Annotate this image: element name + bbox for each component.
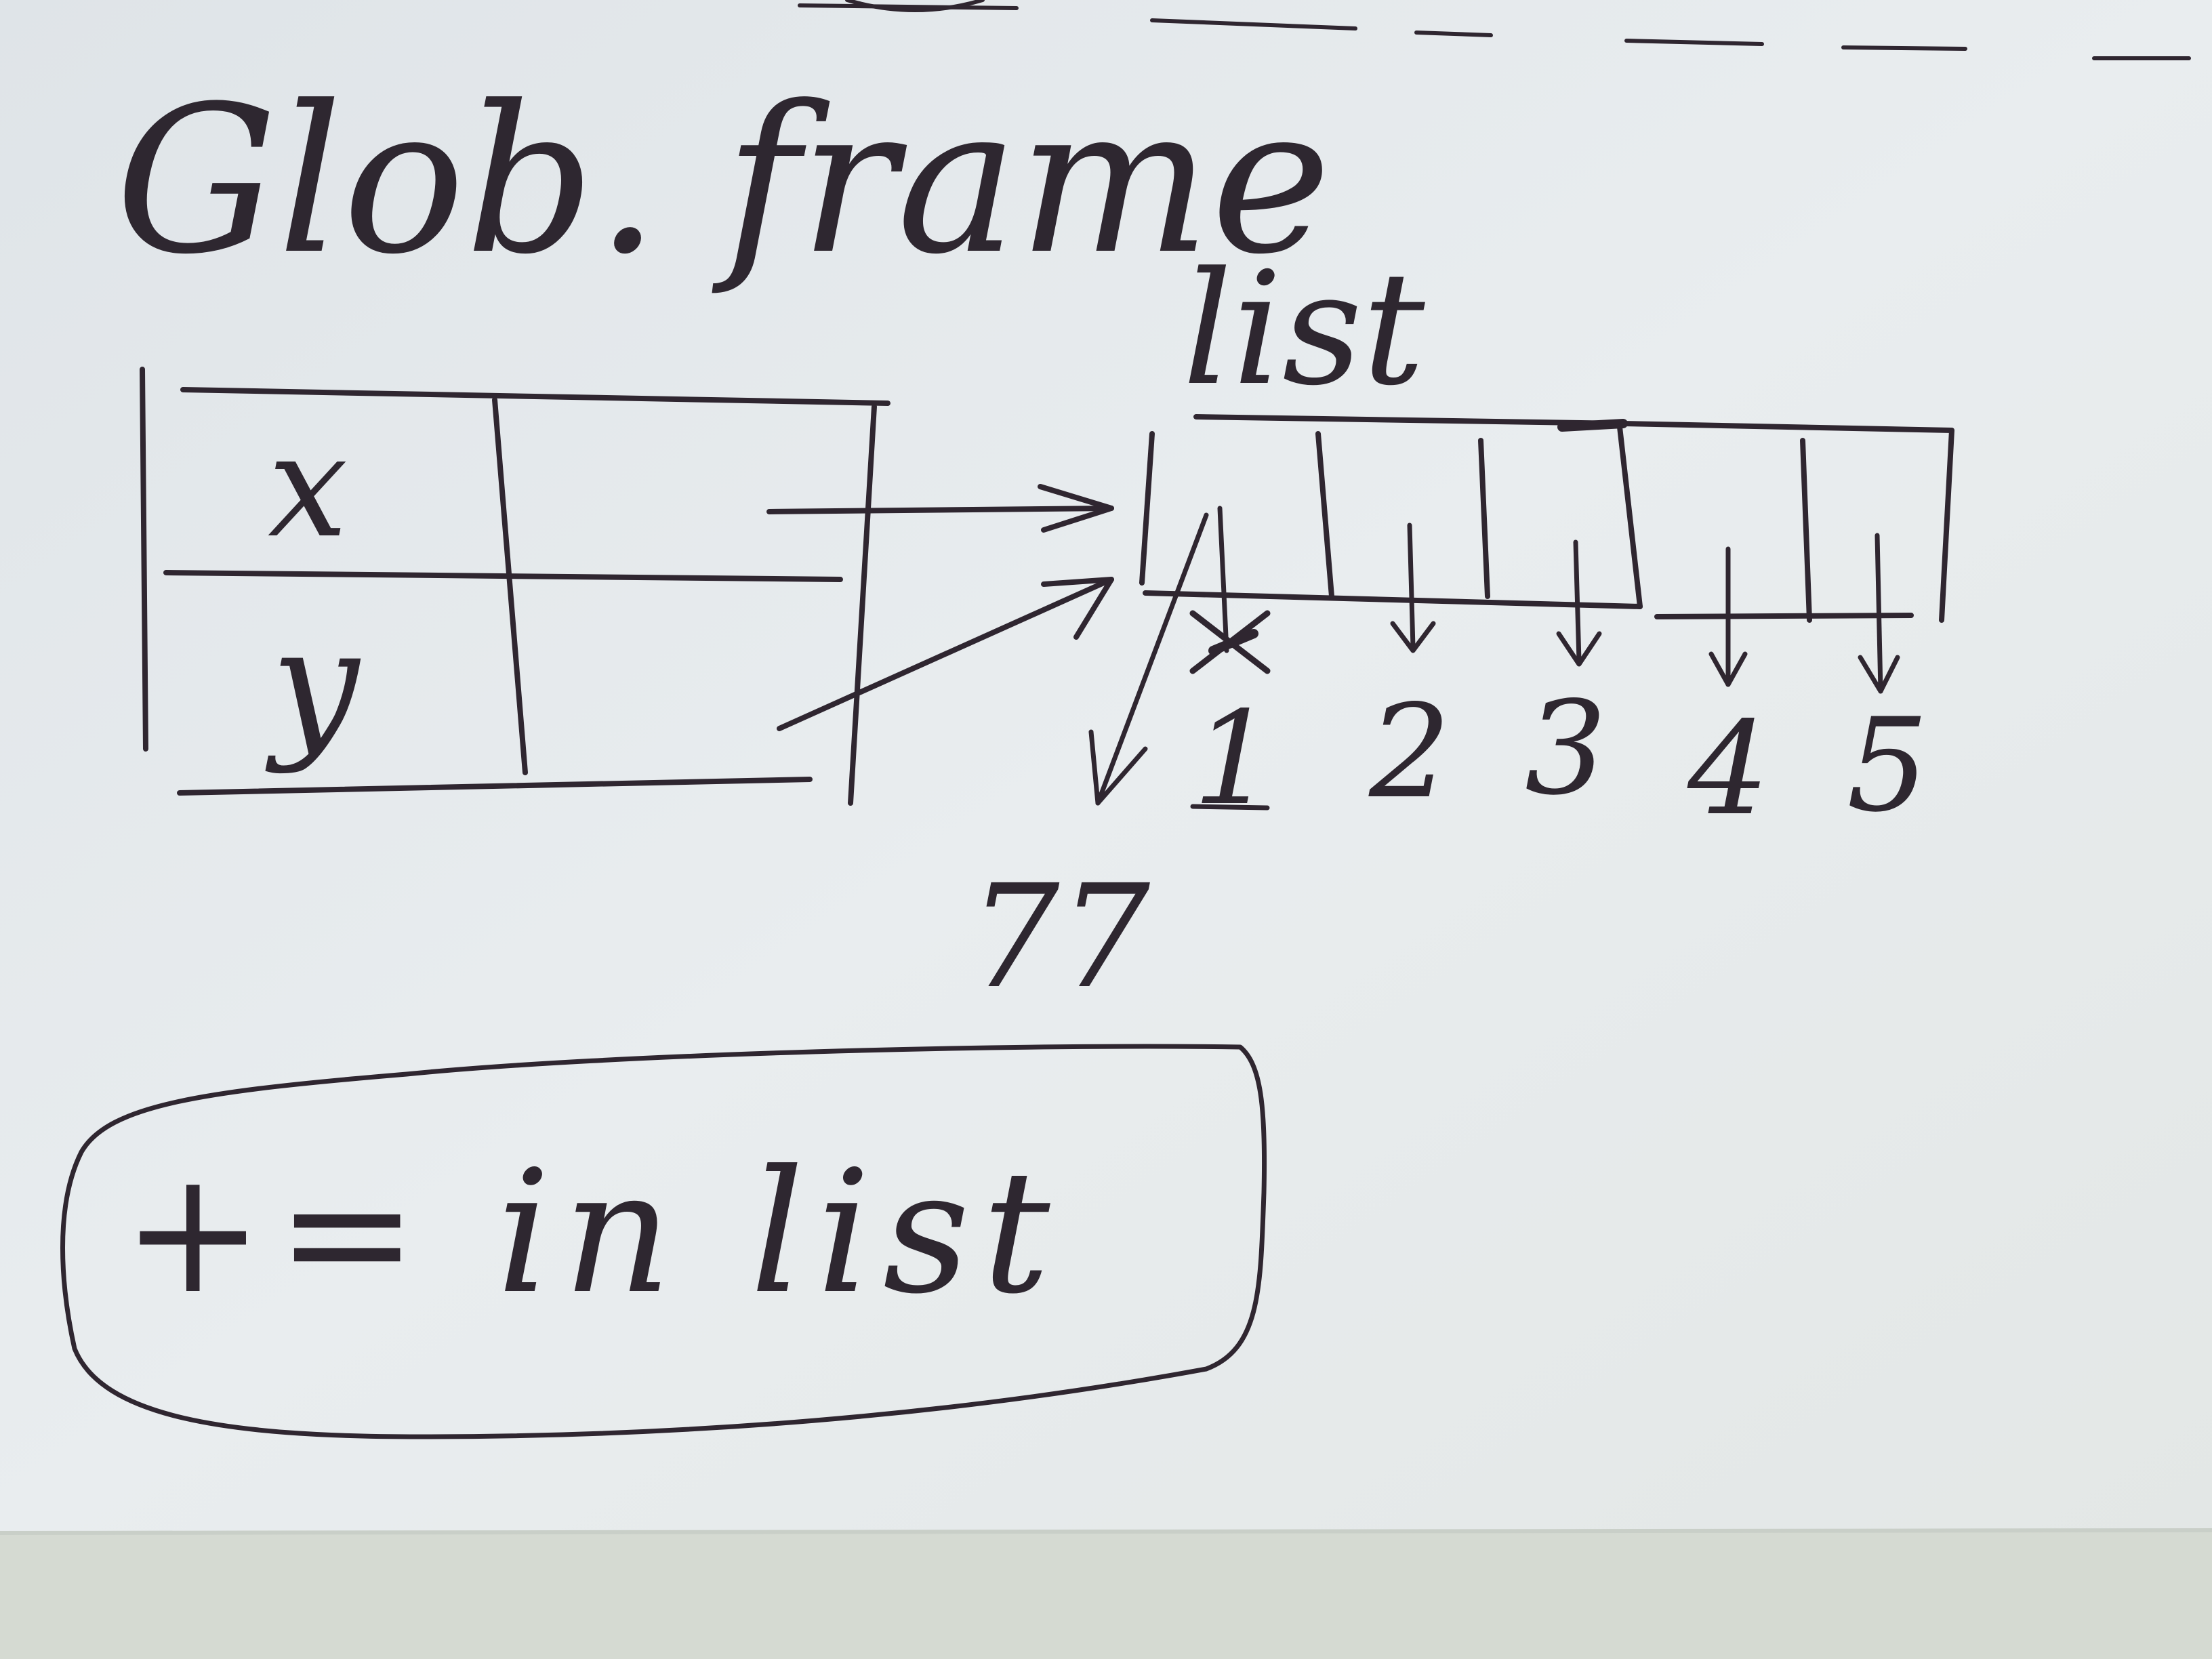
note-outline [60, 1044, 1267, 1439]
paper-sheet [0, 0, 2212, 1533]
element-4-value: 4 [1687, 694, 1769, 844]
cross-out-mark [1189, 610, 1271, 674]
list-type-label: list [1183, 239, 1425, 420]
top-dashes [798, 0, 2191, 60]
element-1-underline [1190, 804, 1270, 811]
global-frame-table [140, 367, 890, 806]
element-2-value: 2 [1368, 677, 1451, 827]
variable-y-label: y [265, 595, 361, 776]
pointer-y-arrow [777, 577, 1114, 731]
element-5-value: 5 [1847, 691, 1929, 840]
list-object [1139, 414, 1954, 623]
note-text: += in list [122, 1134, 1063, 1331]
element-1-value: 1 [1193, 684, 1275, 834]
pointer-x-arrow [766, 484, 1114, 533]
rebind-arrow [1088, 512, 1209, 806]
new-value-77: 77 [969, 854, 1151, 1020]
element-arrows [1217, 506, 1900, 694]
heading-text: Glob. frame [115, 62, 1331, 299]
paper-edge [0, 1528, 2212, 1535]
element-3-value: 3 [1525, 674, 1607, 823]
variable-x-label: x [268, 403, 348, 569]
